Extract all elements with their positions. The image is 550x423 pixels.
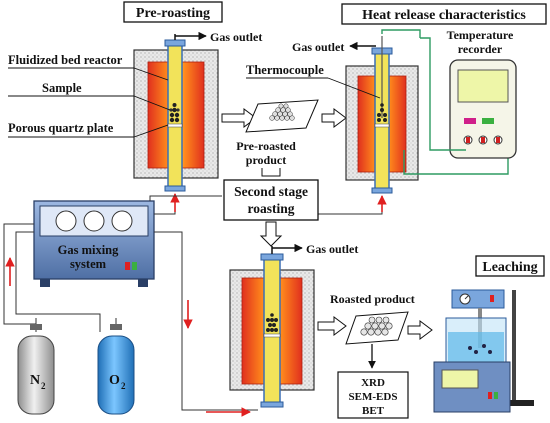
o2-label: O (109, 373, 120, 388)
stirred-beaker-icon (433, 289, 534, 413)
thermocouple-wire (381, 29, 421, 38)
sample-label: Sample (42, 81, 82, 95)
pipe-to-second-stage (154, 231, 258, 411)
leaching-title: Leaching (482, 260, 537, 275)
analysis-box (337, 371, 409, 419)
analysis-xrd: XRD (361, 377, 385, 389)
second-stage-title-box (223, 179, 319, 221)
analysis-sem: SEM-EDS (349, 391, 398, 403)
pre-roasting-reactor (133, 34, 219, 192)
to-leaching-arrow (407, 320, 433, 340)
pipe-to-pre-roasting (154, 212, 176, 215)
fluidized-bed-reactor-label: Fluidized bed reactor (8, 53, 123, 67)
gas-mixing-label-1: Gas mixing (58, 243, 120, 257)
to-heat-release-arrow (321, 108, 347, 128)
gas-outlet-label-1: Gas outlet (210, 30, 262, 44)
second-stage-down-arrow (259, 221, 283, 247)
thermocouple-label: Thermocouple (246, 63, 324, 77)
pre-roasted-down-arrow (261, 168, 281, 177)
porous-plate-pointer-tip (133, 124, 169, 138)
pre-roasting-title: Pre-roasting (136, 6, 210, 21)
heat-release-title-box (341, 3, 547, 25)
pre-roasted-tray-icon (245, 99, 319, 133)
analysis-bet: BET (362, 405, 385, 417)
n2-subscript: 2 (41, 381, 46, 391)
roasted-tray-icon (345, 311, 409, 345)
gas-mixing-system (33, 200, 155, 287)
temperature-recorder-label-2: recorder (458, 42, 503, 56)
second-stage-reactor (229, 246, 315, 408)
porous-quartz-plate-label: Porous quartz plate (8, 121, 114, 135)
thermocouple-wire-2 (420, 37, 466, 151)
pipe-n2 (3, 223, 37, 332)
fluidized-bed-pointer-tip (133, 67, 169, 81)
roasted-product-label: Roasted product (330, 292, 415, 306)
leaching-title-box (475, 255, 545, 277)
temperature-recorder-label-1: Temperature (447, 28, 514, 42)
heat-release-title: Heat release characteristics (362, 8, 526, 23)
pre-roasted-label-1: Pre-roasted (236, 139, 296, 153)
o2-subscript: 2 (121, 381, 126, 391)
gas-outlet-label-2: Gas outlet (292, 40, 344, 54)
pre-roasting-title-box (123, 1, 223, 23)
heat-release-reactor (345, 36, 419, 194)
o2-cylinder (97, 318, 135, 415)
sample-bed (169, 103, 180, 123)
sample-pointer-tip (133, 95, 171, 111)
pipe-to-heat-release (149, 195, 222, 201)
pipe-to-heat-release-2 (318, 212, 383, 215)
thermocouple-wire-return (403, 150, 509, 175)
temperature-recorder-icon (449, 59, 517, 159)
gas-mixing-label-2: system (70, 257, 107, 271)
second-stage-title-2: roasting (247, 201, 294, 216)
to-roasted-arrow (317, 316, 347, 336)
pipe-o2 (15, 231, 101, 332)
second-stage-title-1: Second stage (234, 184, 308, 199)
gas-outlet-label-3: Gas outlet (306, 242, 358, 256)
pre-roasted-label-2: product (246, 153, 286, 167)
thermocouple-pointer-tip (327, 77, 381, 99)
n2-cylinder (17, 318, 55, 415)
n2-label: N (30, 373, 40, 388)
